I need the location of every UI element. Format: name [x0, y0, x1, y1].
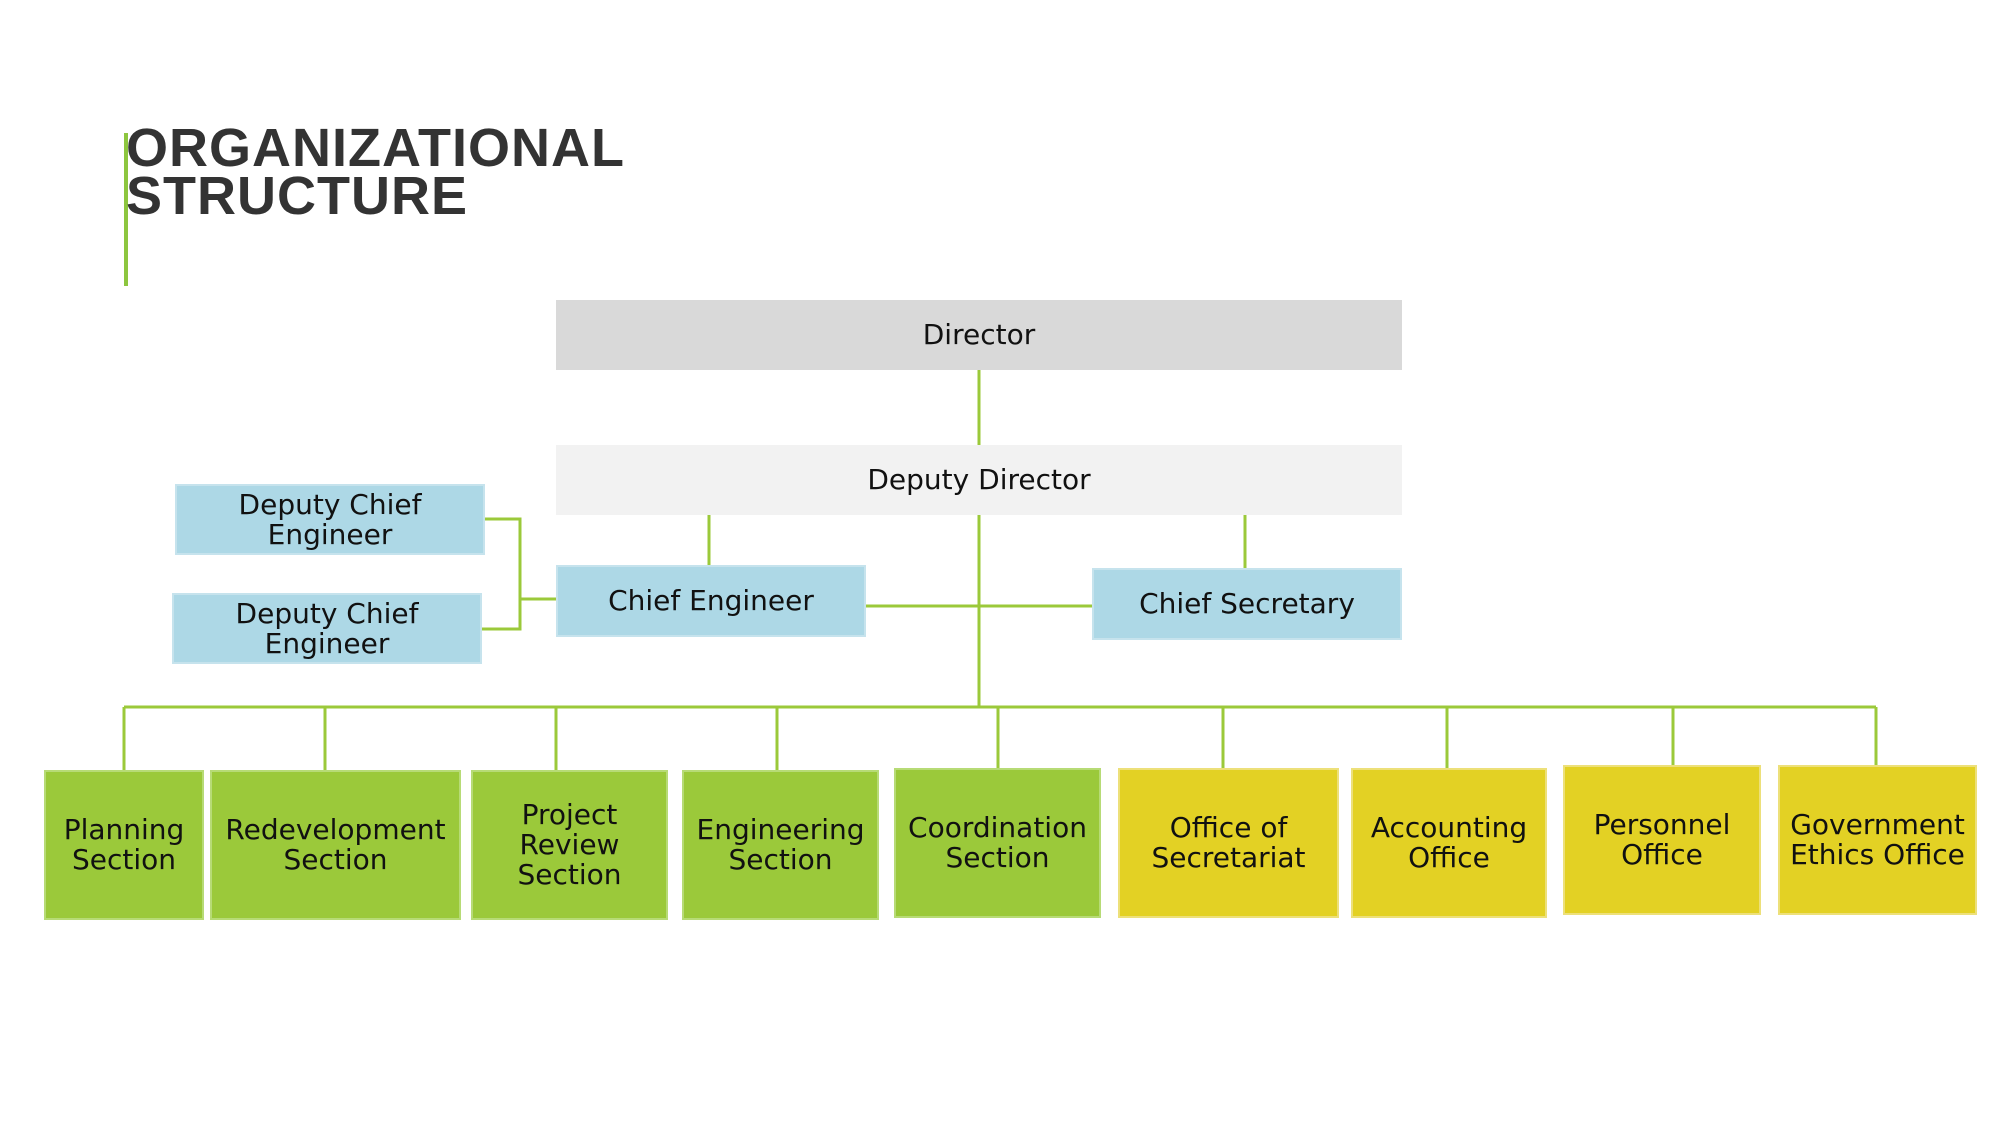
node-director: Director [556, 300, 1402, 370]
node-section-label: Project Review Section [517, 798, 622, 891]
node-director-label: Director [922, 318, 1036, 351]
node-government-ethics-office: Government Ethics Office [1778, 765, 1977, 915]
node-deputy-chief-engineer: Deputy Chief Engineer [172, 593, 482, 664]
node-section-label: Redevelopment Section [225, 813, 446, 876]
node-section-label: Planning Section [63, 813, 185, 876]
node-deputy-chief-engineer-label: Deputy Chief Engineer [235, 596, 419, 660]
node-chief-secretary-label: Chief Secretary [1139, 587, 1355, 620]
node-deputy-director-label: Deputy Director [867, 463, 1091, 496]
node-accounting-office: Accounting Office [1351, 768, 1547, 918]
node-office-label: Accounting Office [1370, 811, 1528, 874]
title-line-2: STRUCTURE [126, 166, 468, 226]
node-deputy-chief-engineer-label: Deputy Chief Engineer [238, 487, 422, 551]
node-office-of-secretariat: Office of Secretariat [1118, 768, 1339, 918]
node-personnel-office: Personnel Office [1563, 765, 1761, 915]
node-office-label: Office of Secretariat [1151, 811, 1306, 874]
node-deputy-chief-engineer: Deputy Chief Engineer [175, 484, 485, 555]
node-project-review-section: Project Review Section [471, 770, 668, 920]
node-engineering-section: Engineering Section [682, 770, 879, 920]
page-title: ORGANIZATIONAL STRUCTURE [126, 118, 625, 226]
title-accent-bar [124, 133, 128, 286]
node-chief-engineer-label: Chief Engineer [608, 584, 814, 617]
node-chief-secretary: Chief Secretary [1092, 568, 1402, 640]
title-line-1: ORGANIZATIONAL [126, 118, 625, 178]
node-redevelopment-section: Redevelopment Section [210, 770, 461, 920]
node-section-label: Coordination Section [908, 811, 1087, 874]
node-office-label: Government Ethics Office [1790, 808, 1965, 871]
node-deputy-director: Deputy Director [556, 445, 1402, 515]
node-chief-engineer: Chief Engineer [556, 565, 866, 637]
connector-deputy-chief-bracket [482, 517, 522, 631]
node-section-label: Engineering Section [696, 813, 865, 876]
node-planning-section: Planning Section [44, 770, 204, 920]
node-office-label: Personnel Office [1593, 808, 1731, 871]
node-coordination-section: Coordination Section [894, 768, 1101, 918]
